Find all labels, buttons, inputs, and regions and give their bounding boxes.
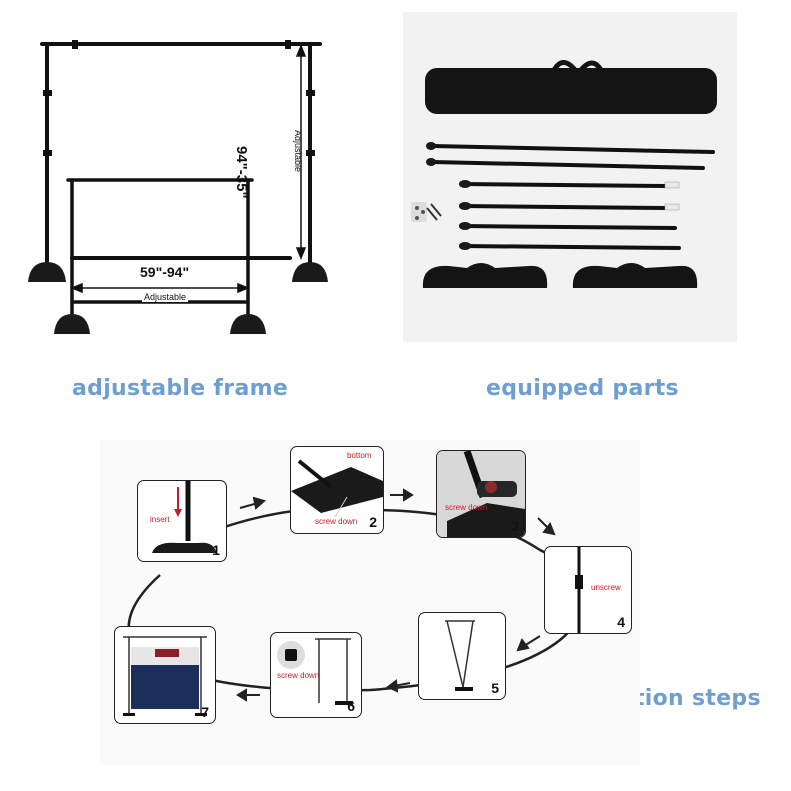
step-6-label: screw down: [277, 671, 320, 680]
step-3-label: screw down: [445, 503, 488, 512]
step-5-card: 5: [418, 612, 506, 700]
equipped-parts-photo: [403, 12, 737, 342]
frame-illustration: [28, 40, 328, 334]
width-range-label: 59"-94": [140, 264, 190, 280]
pole-6: [459, 244, 681, 250]
step-3-number: 3: [511, 518, 519, 534]
step-4-number: 4: [617, 614, 625, 630]
height-range-label: 94"-35": [233, 146, 250, 199]
adjustable-frame-caption: adjustable frame: [72, 376, 289, 401]
step-2-label: screw down: [315, 517, 358, 526]
pole-2: [431, 160, 705, 170]
step-5-illustration: [445, 620, 475, 691]
base-right: [572, 263, 698, 288]
step-7-card: 7: [114, 626, 216, 724]
adjustable-frame-diagram: 94"-35" Adjustable 59"-94" Adjustable: [20, 30, 350, 350]
step-6-illustration: [277, 638, 353, 705]
width-adjustable-label: Adjustable: [142, 292, 189, 302]
step-4-card: unscrew 4: [544, 546, 632, 634]
step-2-number: 2: [369, 514, 377, 530]
step-7-illustration: [123, 636, 207, 716]
base-left: [422, 263, 548, 288]
installation-steps-panel: insert 1 bottom screw down 2 screw down …: [100, 440, 640, 765]
step-3-illustration: [437, 451, 525, 537]
pole-5: [459, 224, 677, 230]
step-2-illustration: [291, 459, 383, 518]
step-1-label: insert: [150, 515, 170, 524]
step-6-number: 6: [347, 698, 355, 714]
step-4-label: unscrew: [591, 583, 621, 592]
equipped-parts-caption: equipped parts: [486, 376, 679, 401]
step-4-illustration: [575, 547, 583, 633]
step-7-number: 7: [201, 704, 209, 720]
pole-1: [431, 144, 715, 154]
parts-illustration: [411, 60, 717, 288]
step-1-illustration: [152, 481, 216, 553]
carry-bag: [425, 68, 717, 114]
step-6-card: screw down 6: [270, 632, 362, 718]
pole-4: [459, 204, 667, 210]
step-1-number: 1: [212, 542, 220, 558]
step-2-card: bottom screw down 2: [290, 446, 384, 534]
step-5-number: 5: [491, 680, 499, 696]
step-1-card: insert 1: [137, 480, 227, 562]
step-2-sublabel: bottom: [347, 451, 372, 460]
pole-3: [459, 182, 667, 188]
step-3-card: screw down 3: [436, 450, 526, 538]
height-adjustable-label: Adjustable: [293, 130, 303, 173]
